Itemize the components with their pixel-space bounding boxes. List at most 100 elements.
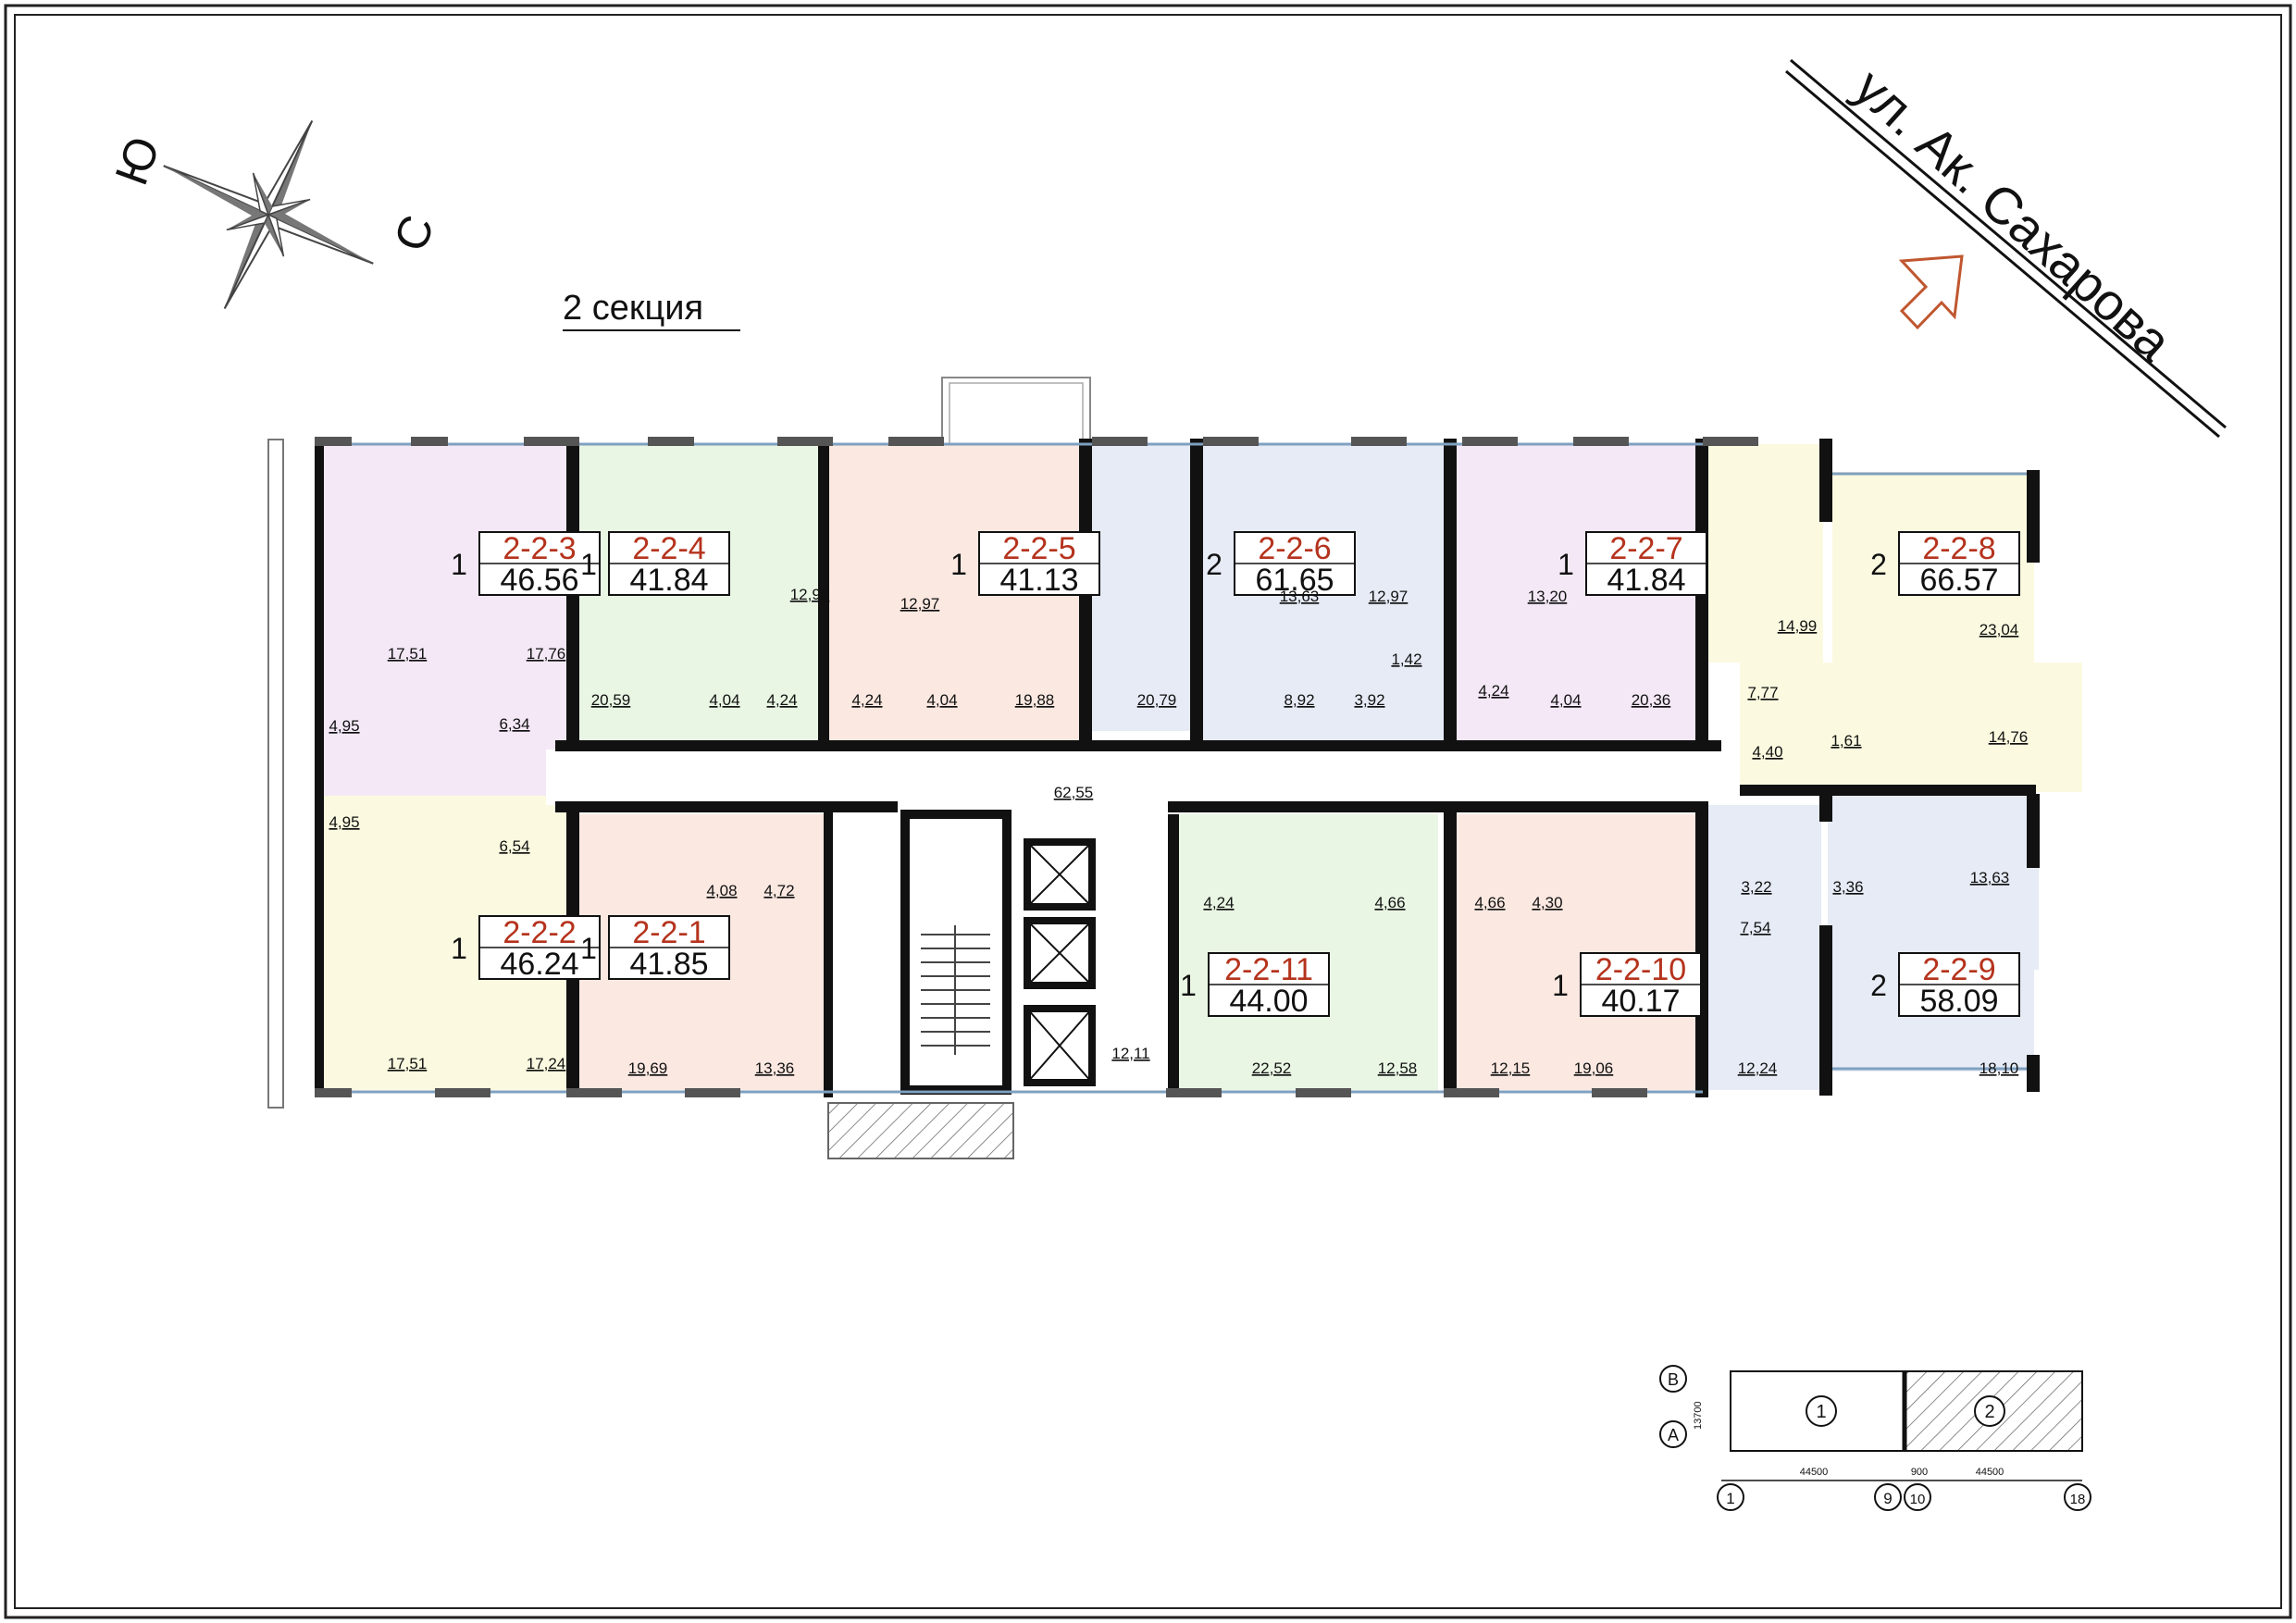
apartment-rooms: 1 bbox=[580, 932, 597, 965]
room-area-label: 12,15 bbox=[1491, 1059, 1531, 1077]
apartment-rooms: 1 bbox=[451, 932, 467, 965]
apartment-total-area: 58.09 bbox=[1919, 984, 1998, 1019]
room-area-label: 1,61 bbox=[1831, 732, 1861, 750]
room-area-label: 12,58 bbox=[1378, 1059, 1418, 1077]
apt-fill-2-2-3 bbox=[324, 444, 566, 771]
room-area-label: 7,77 bbox=[1747, 684, 1778, 701]
apartment-total-area: 61.65 bbox=[1255, 563, 1334, 598]
key-plan-dim-gap: 900 bbox=[1911, 1467, 1928, 1478]
apartment-total-area: 41.13 bbox=[999, 563, 1078, 598]
apartment-number: 2-2-6 bbox=[1258, 531, 1331, 566]
room-area-label: 20,59 bbox=[591, 691, 631, 709]
room-area-label: 4,95 bbox=[329, 717, 359, 735]
key-plan-axis-v: В bbox=[1668, 1370, 1679, 1389]
room-area-label: 13,63 bbox=[1280, 588, 1320, 605]
key-plan-axis-1: 1 bbox=[1726, 1490, 1734, 1507]
apartment-number: 2-2-1 bbox=[632, 915, 705, 950]
apartment-total-area: 66.57 bbox=[1919, 563, 1998, 598]
room-area-label: 4,08 bbox=[706, 882, 737, 899]
apartment-number: 2-2-11 bbox=[1224, 952, 1313, 987]
apartment-total-area: 46.24 bbox=[500, 947, 578, 982]
room-area-label: 4,66 bbox=[1374, 894, 1405, 911]
room-area-label: 22,52 bbox=[1252, 1059, 1292, 1077]
sheet-inner-frame bbox=[14, 14, 2282, 1609]
room-area-label: 12,97 bbox=[1369, 588, 1409, 605]
apartment-rooms: 2 bbox=[1870, 548, 1887, 581]
room-area-label: 6,54 bbox=[499, 837, 529, 855]
key-plan-section-1: 1 bbox=[1816, 1402, 1826, 1422]
apt-fill-2-2-6 bbox=[1201, 444, 1444, 750]
room-area-label: 20,79 bbox=[1137, 691, 1177, 709]
apt-fill-2-2-8-a bbox=[1703, 444, 1823, 663]
apartment-number: 2-2-7 bbox=[1609, 531, 1682, 566]
key-plan-section-1-marker bbox=[1806, 1395, 1837, 1427]
apartment-rooms: 1 bbox=[950, 548, 967, 581]
apartment-number: 2-2-8 bbox=[1922, 531, 1995, 566]
apartment-rooms: 1 bbox=[1552, 969, 1569, 1002]
room-area-label: 4,04 bbox=[1550, 691, 1581, 709]
key-plan-axis-18: 18 bbox=[2070, 1492, 2086, 1507]
section-title: 2 секция bbox=[563, 289, 703, 328]
key-plan-axis-a: А bbox=[1668, 1426, 1679, 1444]
apartment-number: 2-2-10 bbox=[1595, 952, 1686, 987]
room-area-label: 4,30 bbox=[1532, 894, 1562, 911]
apartment-rooms: 1 bbox=[451, 548, 467, 581]
room-area-label: 17,76 bbox=[527, 645, 566, 663]
apartment-total-area: 41.85 bbox=[629, 947, 708, 982]
room-area-label: 4,04 bbox=[709, 691, 739, 709]
stairs-icon bbox=[921, 925, 990, 1055]
apartment-total-area: 46.56 bbox=[500, 563, 578, 598]
apartment-label-2-2-9: 2 2-2-958.09 bbox=[1870, 952, 2020, 1019]
apartment-label-2-2-1: 1 2-2-141.85 bbox=[580, 915, 730, 982]
room-area-label: 8,92 bbox=[1284, 691, 1314, 709]
entrance-porch bbox=[827, 1102, 1014, 1159]
apartment-rooms: 2 bbox=[1870, 969, 1887, 1002]
key-plan-section-2: 2 bbox=[1984, 1402, 1994, 1422]
key-plan-section-2-marker bbox=[1974, 1395, 2005, 1427]
apt-fill-2-2-5 bbox=[827, 444, 1079, 750]
room-area-label: 4,72 bbox=[763, 882, 794, 899]
room-area-label: 7,54 bbox=[1740, 919, 1770, 936]
room-area-label: 23,04 bbox=[1980, 621, 2019, 638]
key-plan-dim-2: 44500 bbox=[1976, 1467, 2004, 1478]
apartment-total-area: 44.00 bbox=[1229, 984, 1308, 1019]
room-area-label: 12,97 bbox=[900, 595, 940, 613]
apartment-total-area: 40.17 bbox=[1601, 984, 1680, 1019]
room-area-label: 4,04 bbox=[926, 691, 957, 709]
room-area-label: 19,69 bbox=[628, 1059, 668, 1077]
compass-rose bbox=[163, 119, 374, 310]
room-area-label: 13,63 bbox=[1970, 869, 2010, 886]
room-area-label: 12,11 bbox=[1111, 1045, 1149, 1062]
room-area-label: 1,42 bbox=[1391, 650, 1421, 668]
room-area-label: 17,24 bbox=[527, 1055, 566, 1072]
room-area-label: 4,24 bbox=[1478, 682, 1508, 700]
key-plan-dim-height: 13700 bbox=[1693, 1401, 1704, 1430]
compass-south-label: Ю bbox=[105, 130, 170, 192]
room-area-label: 4,24 bbox=[766, 691, 797, 709]
side-band bbox=[267, 439, 284, 1109]
room-area-label: 3,92 bbox=[1354, 691, 1384, 709]
room-area-label: 13,20 bbox=[1528, 588, 1568, 605]
balcony-top bbox=[941, 377, 1091, 445]
room-area-label: 3,36 bbox=[1832, 878, 1863, 896]
room-area-label: 12,97 bbox=[790, 586, 830, 603]
room-area-label: 19,88 bbox=[1015, 691, 1055, 709]
apartment-rooms: 1 bbox=[580, 548, 597, 581]
building-plan bbox=[267, 377, 2082, 1159]
room-area-label: 14,99 bbox=[1778, 617, 1818, 635]
apt-fill-2-2-7 bbox=[1453, 444, 1695, 750]
room-area-label: 17,51 bbox=[388, 645, 428, 663]
apartment-label-2-2-8: 2 2-2-866.57 bbox=[1870, 531, 2020, 598]
apartment-number: 2-2-9 bbox=[1922, 952, 1995, 987]
street-line-2 bbox=[1785, 69, 2220, 439]
apartment-rooms: 1 bbox=[1558, 548, 1574, 581]
key-plan-axis-10: 10 bbox=[1910, 1492, 1926, 1507]
